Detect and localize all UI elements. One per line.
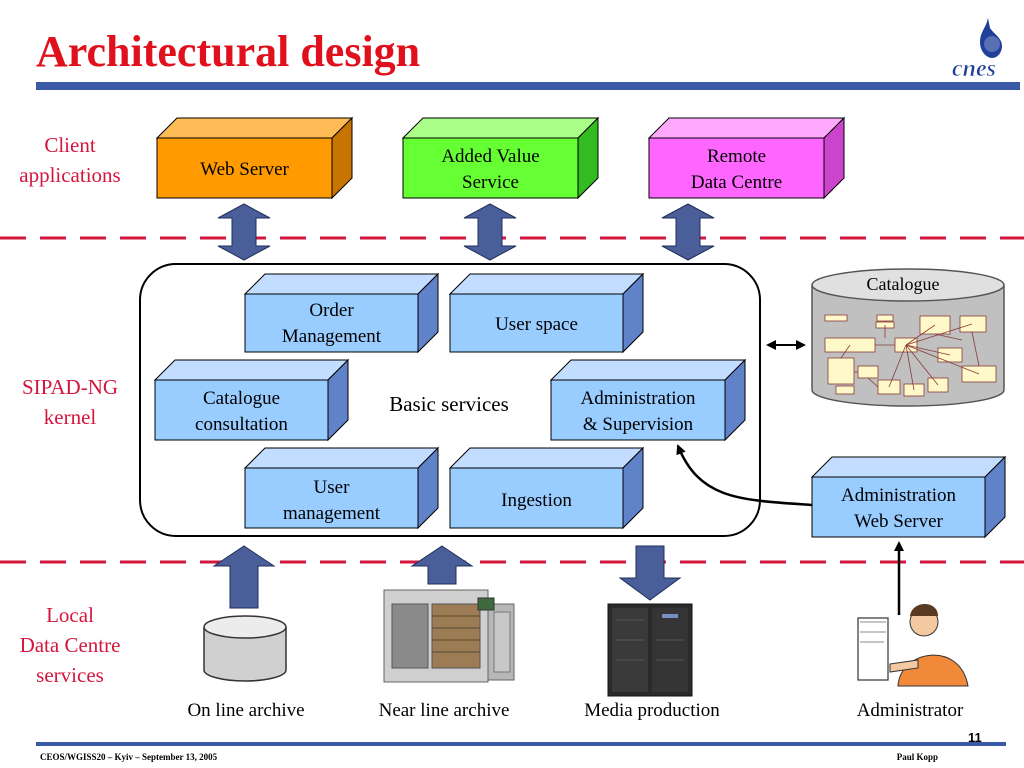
svg-text:Remote: Remote xyxy=(707,146,766,167)
up-arrow-online-archive xyxy=(212,545,276,609)
svg-text:Order: Order xyxy=(309,300,354,321)
service-user-space: User space xyxy=(448,272,645,354)
service-catalogue-consultation: Catalogue consultation xyxy=(153,358,350,442)
online-archive-label: On line archive xyxy=(187,700,305,721)
administrator-image xyxy=(857,604,969,687)
bidirectional-arrow xyxy=(217,203,271,261)
layer-label-client: Client applications xyxy=(19,133,121,187)
service-administration-supervision: Administration & Supervision xyxy=(549,358,747,442)
down-arrow-media-production xyxy=(618,545,682,601)
admin-web-server-box: Administration Web Server xyxy=(810,455,1007,539)
online-archive-icon xyxy=(203,615,287,682)
svg-text:Service: Service xyxy=(462,172,519,193)
client-box-added-value-service: Added Value Service xyxy=(401,116,600,200)
client-box-web-server: Web Server xyxy=(155,116,354,200)
catalogue-schema-diagram xyxy=(824,314,997,397)
svg-text:management: management xyxy=(283,503,381,524)
layer-label-kernel: SIPAD-NG kernel xyxy=(21,375,119,429)
service-user-management: User management xyxy=(243,446,440,530)
service-order-management: Order Management xyxy=(243,272,440,354)
svg-text:& Supervision: & Supervision xyxy=(583,414,694,435)
svg-text:Administration: Administration xyxy=(580,388,696,409)
media-production-image xyxy=(607,603,693,697)
layer-label-local: Local Data Centre services xyxy=(19,603,121,687)
basic-services-label: Basic services xyxy=(389,392,509,416)
svg-text:Data Centre: Data Centre xyxy=(691,172,782,193)
footer-rule xyxy=(36,742,1006,746)
svg-text:Administration: Administration xyxy=(841,485,957,506)
media-production-label: Media production xyxy=(584,700,720,721)
footer-author: Paul Kopp xyxy=(896,752,938,762)
up-arrow-nearline-archive xyxy=(410,545,474,585)
svg-text:consultation: consultation xyxy=(195,414,288,435)
svg-text:Web Server: Web Server xyxy=(854,511,943,532)
svg-text:Management: Management xyxy=(282,326,382,347)
svg-text:Catalogue: Catalogue xyxy=(203,388,280,409)
slide-number: 11 xyxy=(968,730,982,745)
svg-text:Ingestion: Ingestion xyxy=(501,490,572,511)
page-title: Architectural design xyxy=(36,27,421,76)
cnes-logo: cnes xyxy=(952,18,1002,80)
nearline-archive-label: Near line archive xyxy=(378,700,510,721)
bidirectional-arrow xyxy=(463,203,517,261)
footer-conference: CEOS/WGISS20 – Kyiv – September 13, 2005 xyxy=(40,752,218,762)
bidirectional-arrow xyxy=(661,203,715,261)
service-ingestion: Ingestion xyxy=(448,446,645,530)
title-underline xyxy=(36,82,1020,90)
administrator-label: Administrator xyxy=(856,700,964,721)
nearline-archive-image xyxy=(383,589,515,683)
svg-text:Added Value: Added Value xyxy=(441,146,539,167)
catalogue-database: Catalogue xyxy=(811,268,1005,407)
svg-text:Web Server: Web Server xyxy=(200,159,289,180)
svg-text:User space: User space xyxy=(495,314,578,335)
admin-to-supervision-arrow xyxy=(676,444,813,507)
svg-text:User: User xyxy=(314,477,351,498)
svg-text:cnes: cnes xyxy=(952,56,996,80)
catalogue-label: Catalogue xyxy=(867,274,940,294)
client-box-remote-data-centre: Remote Data Centre xyxy=(647,116,846,200)
